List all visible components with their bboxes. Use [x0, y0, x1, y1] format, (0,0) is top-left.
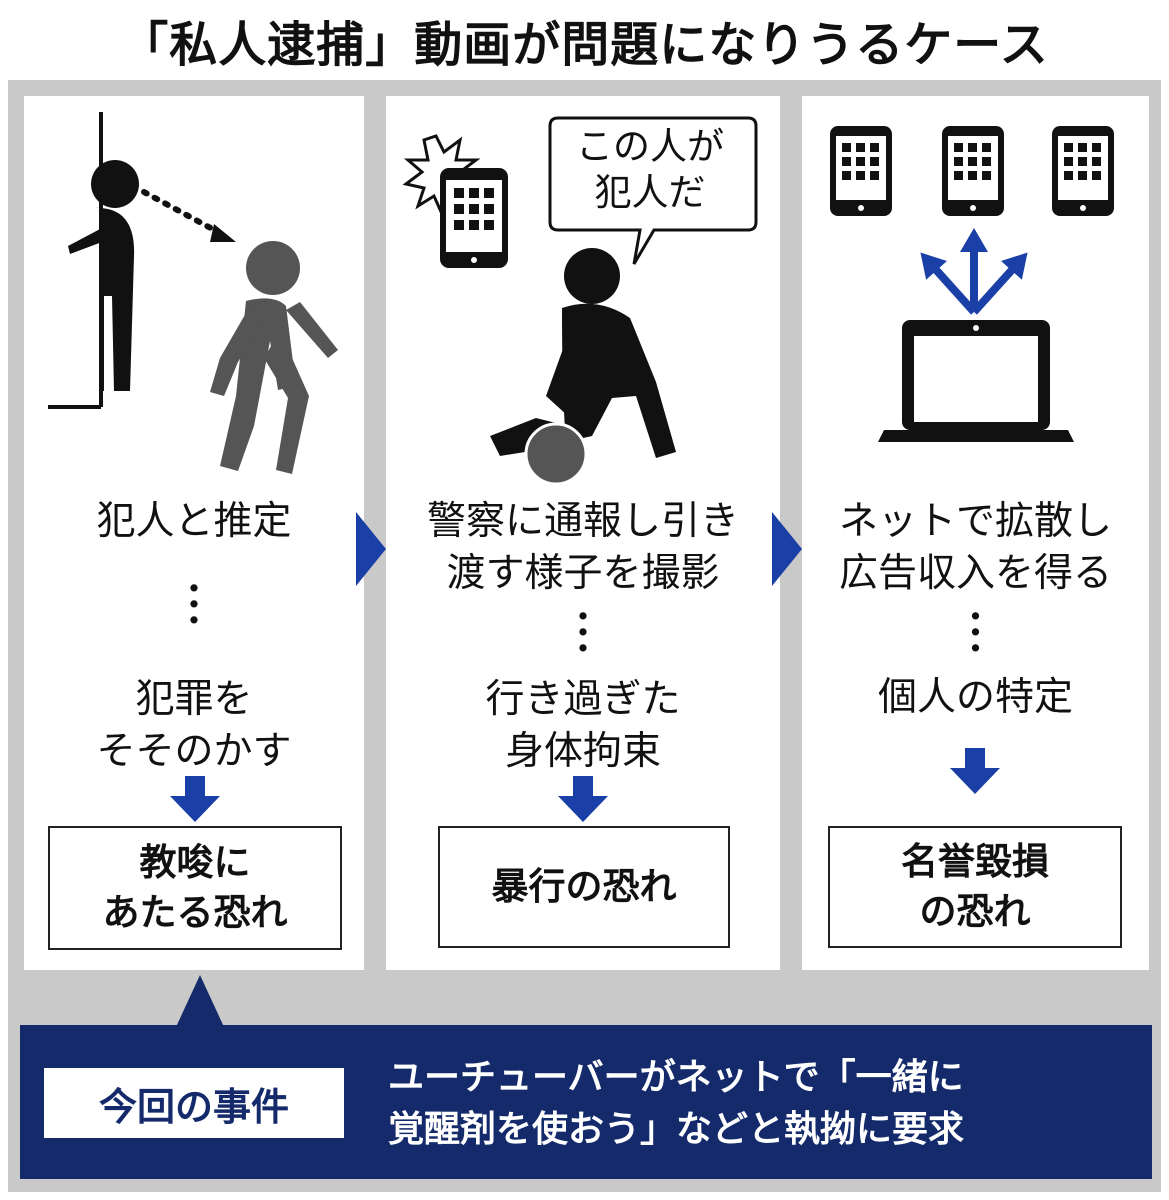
ellipsis-dots: ・・・ — [958, 598, 993, 670]
laptop-icon — [878, 320, 1074, 442]
speech-line: この人が — [576, 125, 724, 168]
chevron-right-icon — [356, 512, 386, 586]
callout-pointer-icon — [176, 975, 224, 1027]
walking-person-icon — [210, 241, 338, 474]
down-arrow-icon — [950, 748, 1000, 794]
speech-bubble-icon — [548, 116, 758, 265]
panel-spread: ネットで拡散し 広告収入を得る ・・・ 個人の特定 名誉毀損 の恐れ — [802, 96, 1149, 970]
stage-line: 犯人と推定 — [96, 499, 292, 544]
speech-line: 犯人だ — [594, 171, 706, 214]
down-arrow-icon — [558, 776, 608, 822]
ellipsis-dots: ・・・ — [177, 570, 211, 642]
problem-text: 個人の特定 — [802, 672, 1149, 724]
tablet-icon — [1052, 126, 1114, 216]
lurking-person-icon — [68, 160, 139, 391]
speech-text: この人が 犯人だ — [554, 124, 746, 216]
stage-text: 犯人と推定 — [24, 496, 364, 548]
stage-line: 広告収入を得る — [838, 551, 1112, 596]
result-line: 暴行の恐れ — [491, 865, 677, 908]
stage-line: 渡す様子を撮影 — [446, 551, 720, 596]
problem-text: 行き過ぎた 身体拘束 — [386, 674, 780, 778]
result-line: あたる恐れ — [102, 891, 288, 934]
result-line: 名誉毀損 — [901, 840, 1049, 883]
panel-suspect: 犯人と推定 ・・・ 犯罪を そそのかす 教唆に あたる恐れ — [24, 96, 364, 970]
diagram-title: 「私人逮捕」動画が問題になりうるケース — [120, 17, 1049, 73]
panel-3-illustration — [830, 126, 1114, 442]
result-box: 暴行の恐れ — [438, 826, 730, 948]
problem-line: そそのかす — [96, 729, 292, 774]
spread-arrow-icon — [920, 228, 1028, 315]
tablet-icon — [830, 126, 892, 216]
panel-1-illustration — [48, 112, 338, 474]
result-line: の恐れ — [919, 890, 1031, 933]
incident-text: ユーチューバーがネットで「一緒に 覚醒剤を使おう」などと執拗に要求 — [388, 1052, 1148, 1156]
stage-line: ネットで拡散し — [838, 499, 1112, 544]
panel-arrest: この人が 犯人だ 警察に通報し引き 渡す様子を撮影 ・・・ 行き過ぎた 身体拘束… — [386, 96, 780, 970]
chevron-right-icon — [772, 512, 802, 586]
panel-2-illustration — [402, 116, 758, 486]
down-arrow-icon — [170, 776, 220, 822]
problem-text: 犯罪を そそのかす — [24, 674, 364, 778]
door-icon — [48, 112, 103, 409]
stage-text: 警察に通報し引き 渡す様子を撮影 — [386, 496, 780, 600]
ellipsis-dots: ・・・ — [566, 598, 600, 670]
sightline-arrow-icon — [141, 189, 236, 242]
result-box: 名誉毀損 の恐れ — [828, 826, 1122, 948]
incident-label: 今回の事件 — [44, 1068, 344, 1138]
pinned-person-icon — [490, 418, 588, 486]
incident-line: ユーチューバーがネットで「一緒に — [388, 1057, 964, 1098]
problem-line: 犯罪を — [135, 677, 253, 722]
incident-line: 覚醒剤を使おう」などと執拗に要求 — [388, 1109, 965, 1150]
smartphone-icon — [440, 168, 508, 268]
tablet-icon — [942, 126, 1004, 216]
problem-line: 行き過ぎた — [485, 677, 681, 722]
result-box: 教唆に あたる恐れ — [48, 826, 342, 950]
problem-line: 身体拘束 — [504, 729, 661, 774]
restraining-person-icon — [546, 248, 676, 458]
stage-line: 警察に通報し引き — [426, 499, 739, 544]
problem-line: 個人の特定 — [877, 675, 1073, 720]
result-line: 教唆に — [139, 841, 251, 884]
stage-text: ネットで拡散し 広告収入を得る — [802, 496, 1149, 600]
